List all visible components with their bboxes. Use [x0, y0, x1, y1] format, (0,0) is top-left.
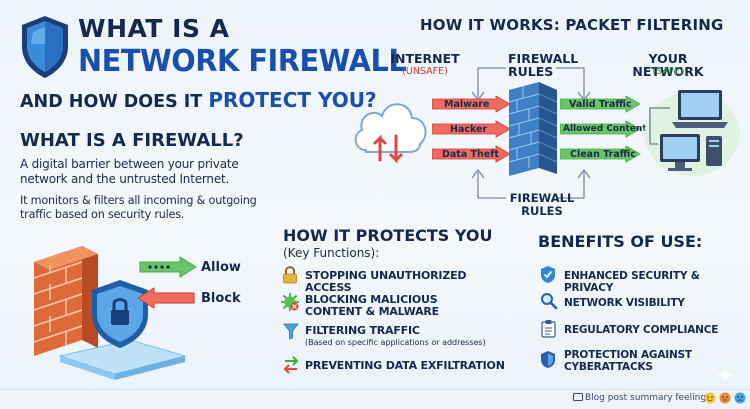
clipboard-icon [541, 320, 556, 338]
title-line-2: NETWORK FIREWALL [78, 44, 407, 79]
title-line-3-strong: PROTECT YOU? [208, 88, 377, 112]
virus-icon [281, 293, 299, 311]
firewall-wall-icon [508, 82, 558, 176]
benefit-item-1: ENHANCED SECURITY & PRIVACY [564, 270, 700, 294]
cloud-icon [354, 103, 427, 164]
internet-sub: (UNSAFE) [402, 66, 448, 77]
comment-icon [573, 393, 583, 401]
block-arrow-icon [137, 287, 195, 309]
title-line-3: AND HOW DOES IT PROTECT YOU? [20, 88, 377, 112]
firewall-illustration [33, 246, 187, 380]
protects-item-2: BLOCKING MALICIOUS CONTENT & MALWARE [305, 293, 439, 318]
protects-item-3-note: (Based on specific applications or addre… [305, 338, 486, 347]
lock-icon [283, 266, 297, 284]
brick-wall-icon [33, 246, 98, 356]
emoji-sad-icon[interactable] [734, 392, 746, 404]
emoji-neutral-icon[interactable] [719, 392, 731, 404]
shield-protection-icon [541, 351, 555, 368]
blocked-item-3: Data Theft [442, 149, 499, 160]
rules-feedback-arrows-bottom [471, 168, 591, 199]
protects-item-4: PREVENTING DATA EXFILTRATION [305, 359, 505, 372]
footer-bar [0, 389, 750, 409]
what-paragraph-1: A digital barrier between your private n… [20, 157, 239, 186]
protects-heading: HOW IT PROTECTS YOU [283, 226, 493, 245]
rules-heading-bottom: FIREWALL RULES [509, 191, 575, 218]
allowed-item-2: Allowed Content [563, 124, 647, 134]
what-paragraph-2: It monitors & filters all incoming & out… [20, 194, 257, 221]
footer-feeling-text: Blog post summary feeling: [585, 393, 710, 403]
title-line-1: WHAT IS A [78, 14, 230, 43]
benefit-item-2: NETWORK VISIBILITY [564, 297, 685, 309]
desktop-icon [660, 134, 722, 171]
benefit-item-4: PROTECTION AGAINST CYBERATTACKS [564, 349, 692, 373]
what-heading: WHAT IS A FIREWALL? [20, 130, 244, 151]
works-heading: HOW IT WORKS: PACKET FILTERING [420, 16, 724, 34]
blocked-arrows [432, 96, 511, 163]
blocked-item-1: Malware [444, 99, 490, 110]
protects-item-1: STOPPING UNAUTHORIZED ACCESS [305, 269, 467, 294]
benefit-item-3: REGULATORY COMPLIANCE [564, 324, 719, 336]
network-heading: YOUR NETWORK [632, 51, 704, 79]
magnifier-icon [541, 293, 558, 310]
allowed-item-1: Valid Traffic [569, 99, 632, 110]
lock-shield-icon [92, 280, 148, 348]
sparkle-icon [716, 366, 734, 384]
protects-item-3: FILTERING TRAFFIC [305, 324, 420, 337]
allowed-item-3: Clean Traffic [570, 149, 636, 160]
exchange-icon [283, 356, 299, 374]
allow-arrow-icon [139, 256, 197, 278]
title-shield-icon [22, 16, 68, 78]
blocked-item-2: Hacker [450, 124, 488, 135]
benefits-heading: BENEFITS OF USE: [538, 232, 703, 251]
shield-check-icon [541, 266, 555, 283]
emoji-happy-icon[interactable] [704, 392, 716, 404]
allowed-arrows [560, 96, 641, 163]
internet-heading: INTERNET [390, 51, 460, 66]
funnel-icon [283, 323, 299, 340]
network-devices [644, 90, 740, 176]
allow-label: Allow [201, 260, 241, 275]
network-sub: (SAFE) [652, 66, 684, 77]
protects-subheading: (Key Functions): [283, 246, 380, 260]
title-line-3-prefix: AND HOW DOES IT [20, 92, 209, 112]
block-label: Block [201, 291, 241, 306]
laptop-icon [672, 90, 728, 128]
